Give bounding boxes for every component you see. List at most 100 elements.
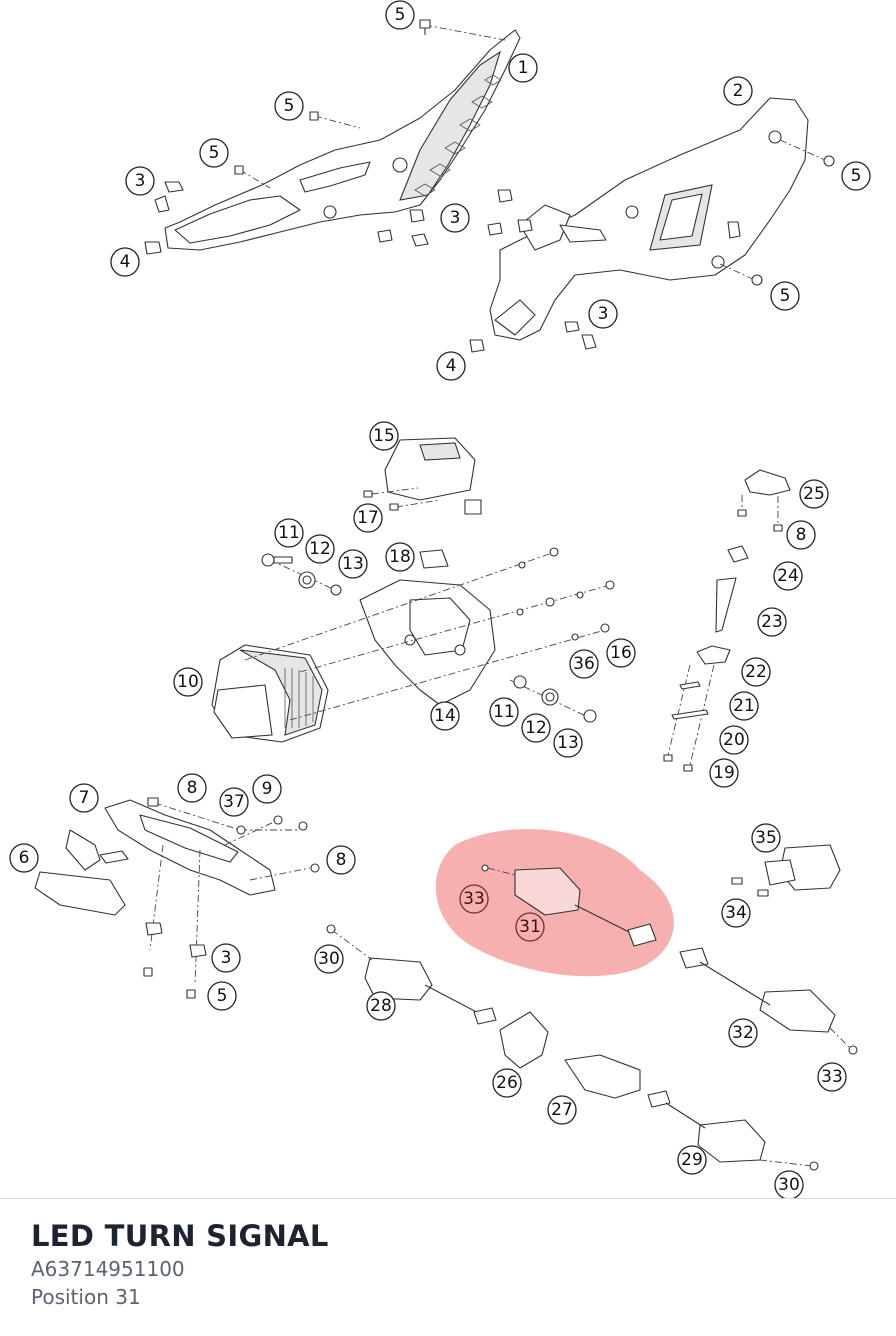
- callout-12[interactable]: 12: [305, 534, 335, 564]
- callout-19[interactable]: 19: [709, 758, 739, 788]
- callout-33-highlighted[interactable]: 33: [459, 884, 489, 914]
- svg-text:13: 13: [342, 554, 364, 574]
- callout-20[interactable]: 20: [719, 725, 749, 755]
- callout-5[interactable]: 5: [199, 138, 229, 168]
- part-number: A63714951100: [31, 1257, 185, 1281]
- callout-3[interactable]: 3: [211, 943, 241, 973]
- callout-4[interactable]: 4: [436, 351, 466, 381]
- part-title: LED TURN SIGNAL: [31, 1219, 329, 1253]
- callout-5[interactable]: 5: [770, 281, 800, 311]
- callout-27[interactable]: 27: [547, 1095, 577, 1125]
- callout-13[interactable]: 13: [338, 549, 368, 579]
- callout-26[interactable]: 26: [492, 1068, 522, 1098]
- svg-text:27: 27: [551, 1100, 573, 1120]
- callout-4[interactable]: 4: [110, 247, 140, 277]
- svg-text:33: 33: [463, 889, 485, 909]
- callout-5[interactable]: 5: [207, 981, 237, 1011]
- svg-text:36: 36: [573, 654, 595, 674]
- svg-text:8: 8: [187, 778, 198, 798]
- callout-6[interactable]: 6: [9, 843, 39, 873]
- svg-text:15: 15: [373, 426, 395, 446]
- turn-signals: [326, 829, 858, 1171]
- callout-36[interactable]: 36: [569, 649, 599, 679]
- svg-text:13: 13: [557, 733, 579, 753]
- callout-8[interactable]: 8: [786, 520, 816, 550]
- callout-3[interactable]: 3: [588, 299, 618, 329]
- svg-text:31: 31: [519, 917, 541, 937]
- callout-8[interactable]: 8: [326, 845, 356, 875]
- callout-30[interactable]: 30: [774, 1170, 804, 1200]
- svg-text:32: 32: [732, 1023, 754, 1043]
- svg-text:1: 1: [518, 58, 529, 78]
- exploded-parts-diagram: 5 1 5 5 3 4 3 2 5 5 3 4 15 17 25 8 11 12…: [9, 0, 871, 1200]
- callout-1[interactable]: 1: [508, 53, 538, 83]
- svg-text:17: 17: [357, 508, 379, 528]
- callout-23[interactable]: 23: [757, 607, 787, 637]
- callout-12[interactable]: 12: [521, 713, 551, 743]
- callout-13[interactable]: 13: [553, 728, 583, 758]
- svg-text:6: 6: [19, 848, 30, 868]
- callout-8[interactable]: 8: [177, 773, 207, 803]
- svg-text:12: 12: [309, 539, 331, 559]
- callout-17[interactable]: 17: [353, 503, 383, 533]
- svg-text:18: 18: [389, 547, 411, 567]
- svg-text:29: 29: [681, 1150, 703, 1170]
- callout-34[interactable]: 34: [721, 898, 751, 928]
- callout-5[interactable]: 5: [385, 0, 415, 30]
- svg-text:5: 5: [209, 143, 220, 163]
- svg-text:2: 2: [733, 81, 744, 101]
- callout-2[interactable]: 2: [723, 76, 753, 106]
- part-info-panel: LED TURN SIGNAL A63714951100 Position 31: [0, 1198, 896, 1336]
- svg-text:3: 3: [450, 208, 461, 228]
- callout-11[interactable]: 11: [489, 697, 519, 727]
- svg-text:5: 5: [780, 286, 791, 306]
- svg-text:16: 16: [610, 643, 632, 663]
- callout-25[interactable]: 25: [799, 479, 829, 509]
- callout-37[interactable]: 37: [219, 787, 249, 817]
- callout-35[interactable]: 35: [751, 823, 781, 853]
- svg-text:4: 4: [446, 356, 457, 376]
- callout-33[interactable]: 33: [817, 1062, 847, 1092]
- svg-text:5: 5: [395, 5, 406, 25]
- callout-22[interactable]: 22: [741, 657, 771, 687]
- callout-29[interactable]: 29: [677, 1145, 707, 1175]
- svg-text:12: 12: [525, 718, 547, 738]
- callout-18[interactable]: 18: [385, 542, 415, 572]
- svg-text:26: 26: [496, 1073, 518, 1093]
- callout-15[interactable]: 15: [369, 421, 399, 451]
- svg-text:5: 5: [217, 986, 228, 1006]
- svg-text:3: 3: [221, 948, 232, 968]
- callout-28[interactable]: 28: [366, 991, 396, 1021]
- callout-10[interactable]: 10: [173, 667, 203, 697]
- callout-14[interactable]: 14: [430, 701, 460, 731]
- upper-bracket-left: [144, 19, 521, 255]
- svg-text:37: 37: [223, 792, 245, 812]
- callout-30[interactable]: 30: [314, 944, 344, 974]
- callout-11[interactable]: 11: [274, 518, 304, 548]
- svg-text:28: 28: [370, 996, 392, 1016]
- svg-text:8: 8: [796, 525, 807, 545]
- callout-3[interactable]: 3: [125, 166, 155, 196]
- callout-31-highlighted[interactable]: 31: [515, 912, 545, 942]
- svg-text:23: 23: [761, 612, 783, 632]
- callout-32[interactable]: 32: [728, 1018, 758, 1048]
- rear-bracket-left: [34, 797, 320, 999]
- svg-text:30: 30: [318, 949, 340, 969]
- callout-3[interactable]: 3: [440, 203, 470, 233]
- part-position: Position 31: [31, 1285, 141, 1309]
- callout-24[interactable]: 24: [773, 561, 803, 591]
- callout-7[interactable]: 7: [69, 783, 99, 813]
- svg-text:3: 3: [135, 171, 146, 191]
- svg-text:5: 5: [284, 96, 295, 116]
- callout-5[interactable]: 5: [274, 91, 304, 121]
- svg-text:7: 7: [79, 788, 90, 808]
- callout-21[interactable]: 21: [729, 691, 759, 721]
- callout-16[interactable]: 16: [606, 638, 636, 668]
- callout-5[interactable]: 5: [841, 161, 871, 191]
- callout-9[interactable]: 9: [252, 774, 282, 804]
- svg-text:22: 22: [745, 662, 767, 682]
- svg-text:14: 14: [434, 706, 456, 726]
- svg-text:33: 33: [821, 1067, 843, 1087]
- svg-text:34: 34: [725, 903, 747, 923]
- svg-text:9: 9: [262, 779, 273, 799]
